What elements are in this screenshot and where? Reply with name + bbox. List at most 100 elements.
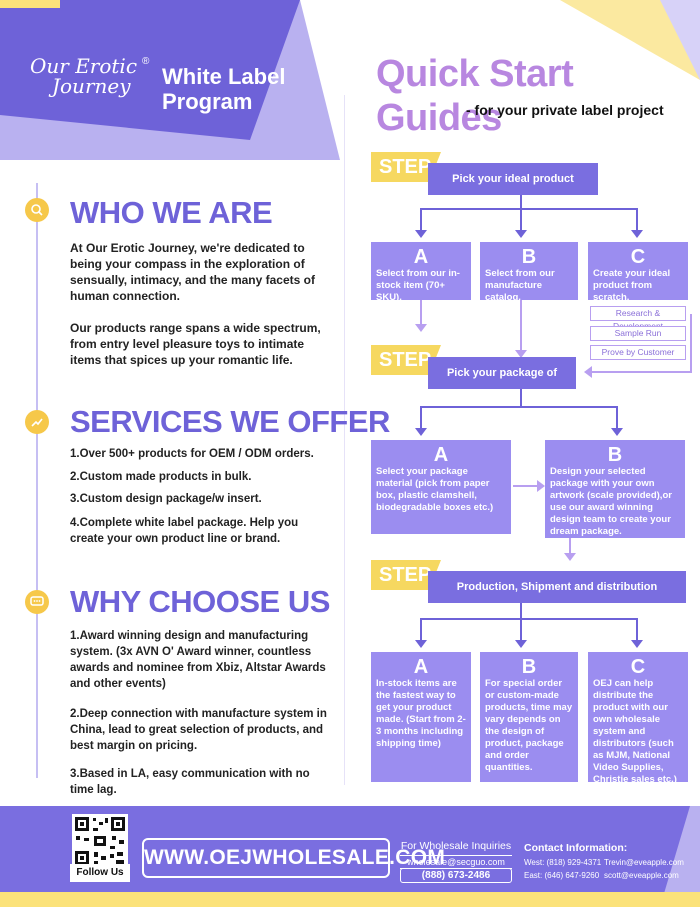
services-item: 2.Custom made products in bulk.	[70, 471, 252, 483]
connector	[616, 406, 618, 428]
arrow-down	[611, 428, 623, 436]
why-item: 1.Award winning design and manufacturing…	[70, 630, 326, 690]
option-letter: A	[413, 656, 429, 678]
step1-title: Pick your ideal product	[428, 163, 598, 195]
connector	[690, 314, 692, 372]
why-title: WHY CHOOSE US	[70, 584, 330, 619]
connector	[520, 603, 522, 619]
why-item: 2.Deep connection with manufacture syste…	[70, 708, 327, 752]
services-title: SERVICES WE OFFER	[70, 404, 390, 439]
option-letter: C	[630, 656, 646, 678]
header-accent	[0, 0, 60, 8]
step3-title: Production, Shipment and distribution	[428, 571, 686, 603]
connector	[520, 208, 522, 230]
substep: Research & Development	[590, 306, 686, 331]
step1-option-a: A Select from our in-stock item (70+ SKU…	[371, 242, 471, 303]
step3-option-a: A In-stock items are the fastest way to …	[371, 652, 471, 782]
contact-west: West: (818) 929-4371	[524, 858, 602, 867]
connector	[513, 485, 539, 487]
column-divider	[344, 95, 345, 785]
connector	[520, 195, 522, 209]
option-letter: A	[413, 246, 429, 268]
step3-option-b: B For special order or custom-made produ…	[480, 652, 578, 782]
arrow-down	[631, 230, 643, 238]
option-letter: C	[630, 246, 646, 268]
arrow-down	[415, 640, 427, 648]
program-line2: Program	[162, 89, 253, 114]
arrow-right	[537, 480, 545, 492]
why-item: 3.Based in LA, easy communication with n…	[70, 768, 310, 796]
inquiry-email[interactable]: wholesale@secguo.com	[400, 855, 512, 869]
website-link[interactable]: WWW.OEJWHOLESALE.COM	[142, 838, 445, 878]
option-text: Select from our in-stock item (70+ SKU).	[376, 268, 460, 303]
chart-icon	[25, 410, 49, 434]
follow-us-label[interactable]: Follow Us	[70, 864, 130, 882]
step2-option-a: A Select your package material (pick fro…	[371, 440, 511, 534]
step1-option-b: B Select from our manufacture catalog.	[480, 242, 578, 303]
connector	[636, 618, 638, 640]
program-title: White Label Program	[162, 64, 285, 114]
contact-west-email[interactable]: Trevin@eveapple.com	[604, 858, 684, 867]
program-line1: White Label	[162, 64, 286, 89]
step2-title: Pick your package of product	[428, 357, 576, 411]
option-letter: B	[521, 246, 537, 268]
contact-east: East: (646) 647-9260	[524, 871, 600, 880]
contact-title: Contact Information:	[524, 842, 628, 854]
qr-code-icon[interactable]	[72, 814, 128, 868]
connector	[520, 389, 522, 407]
connector	[420, 208, 638, 210]
connector	[569, 538, 571, 554]
header-bg-dark	[0, 0, 300, 140]
step3-option-c: C OEJ can help distribute the product wi…	[588, 652, 688, 785]
connector	[520, 618, 522, 640]
arrow-down	[515, 350, 527, 358]
connector	[420, 406, 618, 408]
services-item: 4.Complete white label package. Help you…	[70, 517, 299, 545]
connector	[420, 300, 422, 324]
option-text: Create your ideal product from scratch.	[593, 268, 671, 303]
contact-east-email[interactable]: scott@eveapple.com	[604, 871, 679, 880]
connector	[420, 208, 422, 230]
option-text: For special order or custom-made product…	[485, 678, 573, 773]
connector	[636, 208, 638, 230]
search-icon	[25, 198, 49, 222]
arrow-down	[515, 230, 527, 238]
chat-icon	[25, 590, 49, 614]
arrow-down	[415, 428, 427, 436]
arrow-left	[584, 366, 592, 378]
guide-subtitle: - for your private label project	[466, 102, 664, 118]
who-we-are-p1: At Our Erotic Journey, we're dedicated t…	[70, 241, 315, 303]
connector	[592, 371, 692, 373]
option-letter: A	[433, 444, 449, 466]
option-text: Design your selected package with your o…	[550, 466, 672, 537]
arrow-down	[564, 553, 576, 561]
option-letter: B	[607, 444, 623, 466]
connector	[420, 406, 422, 428]
inquiry-title: For Wholesale Inquiries	[400, 840, 512, 852]
logo-line1: Our Erotic	[30, 54, 138, 78]
substep: Sample Run	[590, 326, 686, 341]
who-we-are-p2: Our products range spans a wide spectrum…	[70, 321, 321, 367]
logo-line2: Journey	[52, 74, 131, 98]
timeline-line	[36, 183, 38, 778]
connector	[420, 618, 638, 620]
option-text: In-stock items are the fastest way to ge…	[376, 678, 466, 749]
option-text: Select your package material (pick from …	[376, 466, 494, 513]
step2-option-b: B Design your selected package with your…	[545, 440, 685, 538]
step1-option-c: C Create your ideal product from scratch…	[588, 242, 688, 303]
arrow-down	[415, 230, 427, 238]
arrow-down	[515, 640, 527, 648]
services-item: 3.Custom design package/w insert.	[70, 493, 262, 505]
registered-mark: ®	[142, 56, 150, 67]
footer-stripe	[0, 892, 700, 907]
services-item: 1.Over 500+ products for OEM / ODM order…	[70, 448, 314, 460]
option-letter: B	[521, 656, 537, 678]
option-text: OEJ can help distribute the product with…	[593, 678, 677, 785]
who-we-are-title: WHO WE ARE	[70, 195, 273, 230]
guide-title: Quick Start Guides	[376, 53, 574, 139]
connector	[520, 300, 522, 352]
option-text: Select from our manufacture catalog.	[485, 268, 555, 303]
inquiry-phone[interactable]: (888) 673-2486	[400, 868, 512, 883]
arrow-down	[415, 324, 427, 332]
substep: Prove by Customer	[590, 345, 686, 360]
